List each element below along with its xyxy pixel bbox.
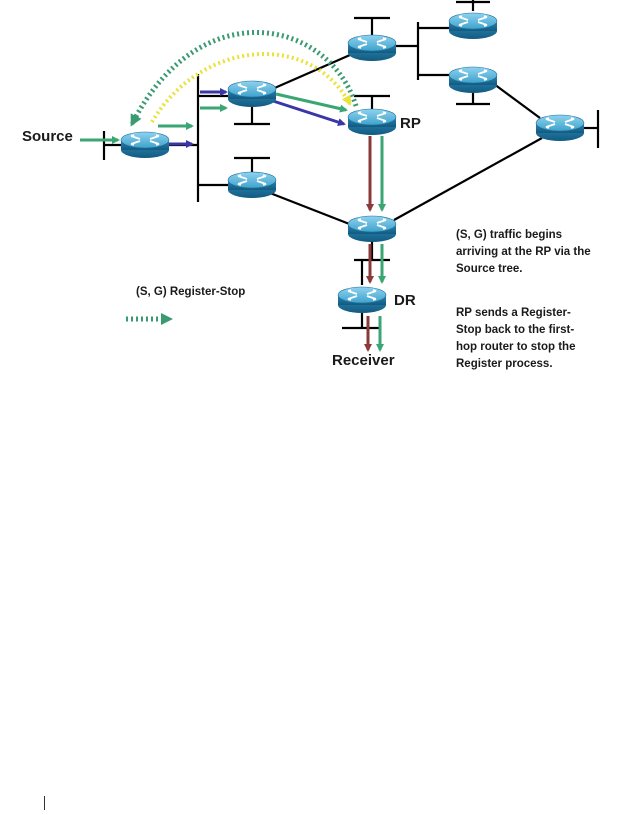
r7-to-r8 <box>269 191 353 227</box>
router-icon <box>227 171 277 199</box>
source-label: Source <box>22 128 73 145</box>
source-traffic-green <box>80 92 386 352</box>
note-source-tree: (S, G) traffic begins arriving at the RP… <box>456 229 591 275</box>
receiver-label: Receiver <box>332 352 395 369</box>
note-line: Register process. <box>456 358 553 370</box>
note-line: Source tree. <box>456 263 522 275</box>
router-icon <box>347 215 397 243</box>
legend-text: (S, G) Register-Stop <box>136 286 245 298</box>
shared-tree-brown <box>364 136 374 352</box>
note-register-stop: RP sends a Register- Stop back to the fi… <box>456 307 575 370</box>
router-icon <box>337 286 387 314</box>
router-icon <box>227 80 277 108</box>
router-icon <box>120 131 170 159</box>
r5-to-r6 <box>493 83 541 119</box>
r2-blue-arrow <box>269 98 346 126</box>
dr-label: DR <box>394 292 416 309</box>
router-icon <box>347 108 397 136</box>
router-icon <box>448 66 498 94</box>
rp-label: RP <box>400 115 421 132</box>
r2-green-arrow <box>275 92 348 113</box>
note-line: arriving at the RP via the <box>456 246 591 258</box>
note-line: hop router to stop the <box>456 341 575 353</box>
page-margin-rule <box>44 796 45 810</box>
router-icon <box>347 34 397 62</box>
register-stop-green-arc <box>129 30 359 127</box>
network-links <box>102 0 600 330</box>
note-line: RP sends a Register- <box>456 307 571 319</box>
note-line: Stop back to the first- <box>456 324 574 336</box>
router-icon <box>535 114 585 142</box>
r8-to-r6 <box>393 137 543 221</box>
register-message-yellow-arc <box>150 52 352 124</box>
router-icon <box>448 12 498 40</box>
note-line: (S, G) traffic begins <box>456 229 562 241</box>
r2-to-r3 <box>269 53 351 92</box>
